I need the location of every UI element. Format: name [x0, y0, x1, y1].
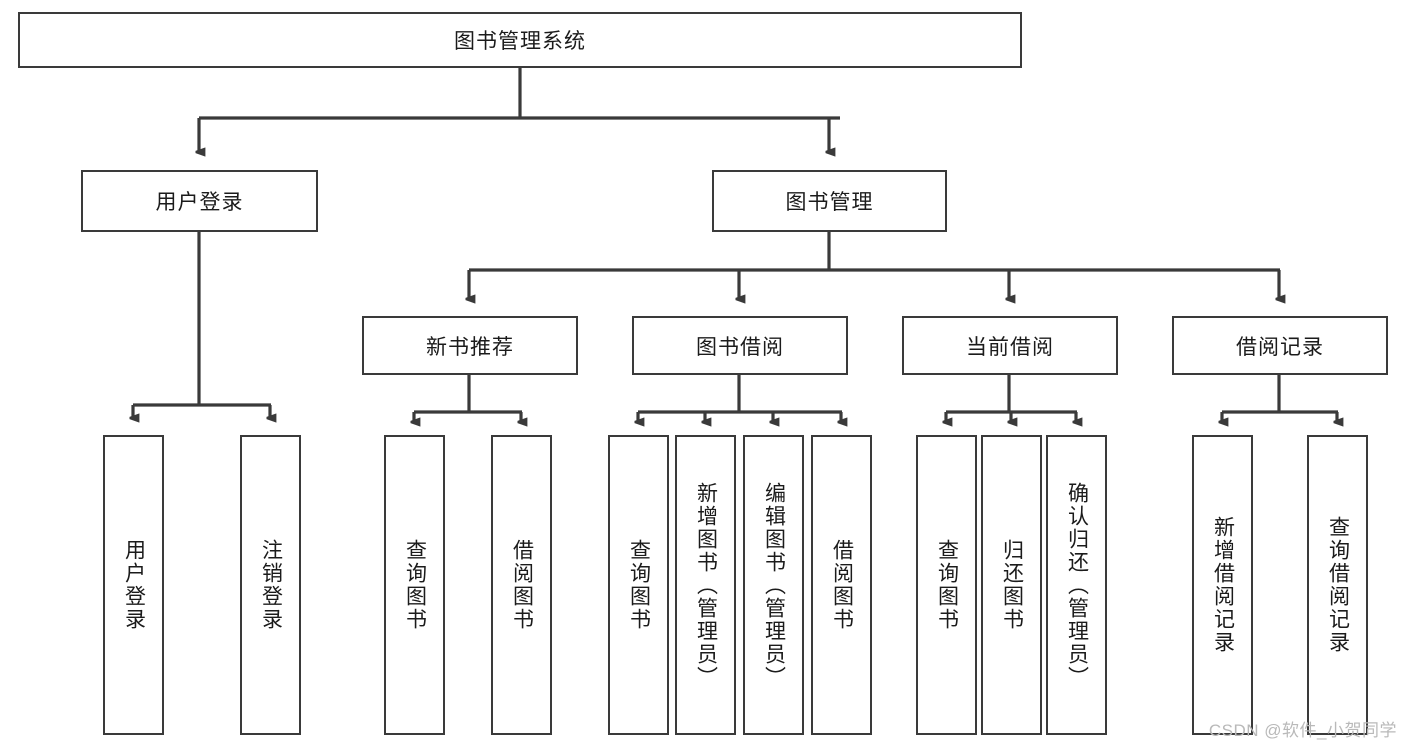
node-leaf-borrow-book-2-label: 借阅图书: [830, 539, 854, 631]
node-new-book-recommend[interactable]: 新书推荐: [362, 316, 578, 375]
node-leaf-add-book[interactable]: 新增图书（管理员）: [675, 435, 736, 735]
node-borrow-record[interactable]: 借阅记录: [1172, 316, 1388, 375]
watermark-text: CSDN @软件_小贺同学: [1208, 721, 1397, 740]
node-user-login[interactable]: 用户登录: [81, 170, 318, 232]
node-leaf-query-book-2[interactable]: 查询图书: [608, 435, 669, 735]
node-root[interactable]: 图书管理系统: [18, 12, 1022, 68]
node-leaf-borrow-book-1[interactable]: 借阅图书: [491, 435, 552, 735]
node-leaf-add-record[interactable]: 新增借阅记录: [1192, 435, 1253, 735]
node-leaf-query-book-3[interactable]: 查询图书: [916, 435, 977, 735]
node-leaf-edit-book-label: 编辑图书（管理员）: [762, 481, 786, 689]
node-leaf-logout-login[interactable]: 注销登录: [240, 435, 301, 735]
node-book-management-label: 图书管理: [785, 191, 874, 214]
node-leaf-user-login[interactable]: 用户登录: [103, 435, 164, 735]
node-leaf-user-login-label: 用户登录: [122, 539, 146, 631]
node-borrow-record-label: 借阅记录: [1236, 335, 1324, 359]
node-leaf-query-record[interactable]: 查询借阅记录: [1307, 435, 1368, 735]
node-leaf-query-book-1-label: 查询图书: [403, 539, 427, 631]
node-user-login-label: 用户登录: [155, 191, 244, 214]
node-leaf-borrow-book-1-label: 借阅图书: [510, 539, 534, 631]
node-current-borrow-label: 当前借阅: [966, 335, 1054, 359]
node-leaf-logout-login-label: 注销登录: [259, 539, 283, 631]
node-leaf-query-book-2-label: 查询图书: [627, 539, 651, 631]
node-leaf-add-book-label: 新增图书（管理员）: [694, 481, 718, 689]
node-current-borrow[interactable]: 当前借阅: [902, 316, 1118, 375]
node-leaf-add-record-label: 新增借阅记录: [1211, 516, 1235, 654]
node-leaf-return-book-label: 归还图书: [1000, 539, 1024, 631]
node-new-book-recommend-label: 新书推荐: [426, 335, 514, 359]
node-leaf-confirm-return[interactable]: 确认归还（管理员）: [1046, 435, 1107, 735]
node-root-label: 图书管理系统: [454, 30, 586, 53]
node-leaf-edit-book[interactable]: 编辑图书（管理员）: [743, 435, 804, 735]
node-book-borrow-label: 图书借阅: [696, 335, 784, 359]
node-book-management[interactable]: 图书管理: [712, 170, 947, 232]
node-leaf-query-book-1[interactable]: 查询图书: [384, 435, 445, 735]
node-leaf-borrow-book-2[interactable]: 借阅图书: [811, 435, 872, 735]
node-leaf-query-book-3-label: 查询图书: [935, 539, 959, 631]
node-leaf-return-book[interactable]: 归还图书: [981, 435, 1042, 735]
node-leaf-confirm-return-label: 确认归还（管理员）: [1065, 481, 1089, 689]
node-book-borrow[interactable]: 图书借阅: [632, 316, 848, 375]
node-leaf-query-record-label: 查询借阅记录: [1326, 516, 1350, 654]
